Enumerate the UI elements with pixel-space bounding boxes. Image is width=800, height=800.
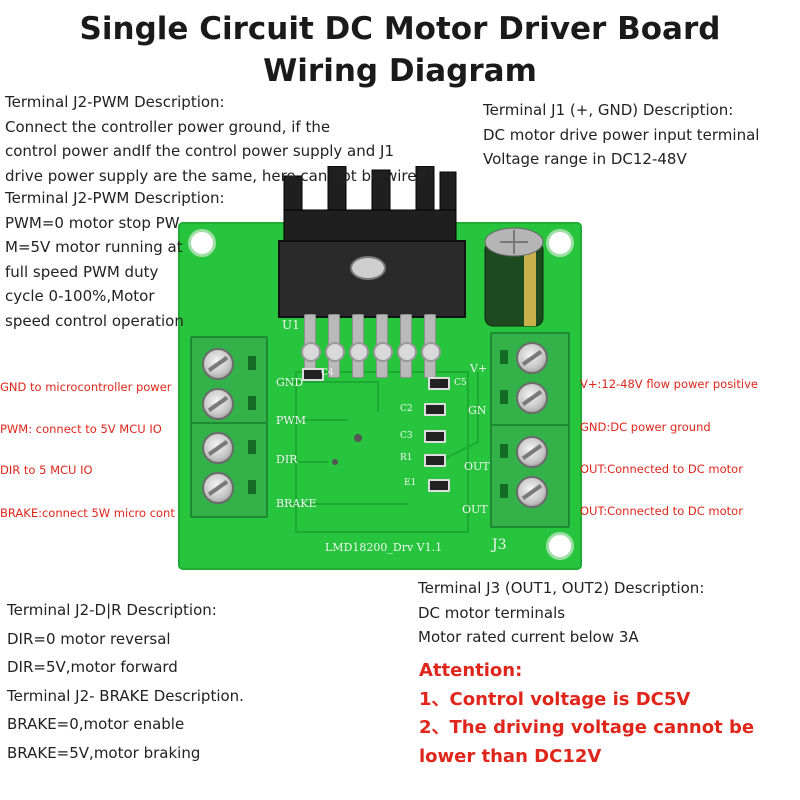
j2-pwm-line: M=5V motor running at xyxy=(5,238,183,256)
j2-pwm-line: full speed PWM duty xyxy=(5,262,159,281)
pin-label-pwm: PWM: connect to 5V MCU IO xyxy=(0,422,162,436)
silk-vplus: V+ xyxy=(470,362,488,375)
dir-heading: Terminal J2-D|R Description: xyxy=(7,601,217,619)
j2-pwm-line: cycle 0-100%,Motor xyxy=(5,287,155,305)
solder-pad xyxy=(421,342,441,362)
attention-heading: Attention: xyxy=(419,660,523,681)
j3-description: Terminal J3 (OUT1, OUT2) Description: DC… xyxy=(418,576,704,650)
terminal-block-j3 xyxy=(490,424,570,528)
silk-pwm: PWM xyxy=(276,414,306,427)
j2-power-line: Connect the controller power ground, if … xyxy=(5,117,331,136)
j3-line: DC motor terminals xyxy=(418,603,566,622)
pin-label-out1: OUT:Connected to DC motor xyxy=(580,462,743,476)
j3-heading: Terminal J3 (OUT1, OUT2) Description: xyxy=(418,579,705,597)
smd-component xyxy=(428,377,450,390)
silk-gn: GN xyxy=(468,404,487,417)
screw-terminal-icon xyxy=(202,432,234,464)
brake-line: BRAKE=0,motor enable xyxy=(7,715,185,733)
silk-dir: DIR xyxy=(276,453,298,466)
smd-component xyxy=(302,368,324,381)
mounting-hole-icon xyxy=(546,532,574,560)
silk-c2: C2 xyxy=(400,404,413,414)
terminal-block-j1 xyxy=(490,332,570,426)
j2-pwm-heading: Terminal J2-PWM Description: xyxy=(5,189,225,207)
attention-notice: Attention: 1、Control voltage is DC5V 2、T… xyxy=(419,657,754,771)
pin-label-vplus: V+:12-48V flow power positive xyxy=(580,377,758,391)
board-model-label: LMD18200_Drv V1.1 xyxy=(325,541,443,554)
pin-label-gnd: GND to microcontroller power xyxy=(0,380,172,394)
silk-c4: C4 xyxy=(321,368,334,378)
silk-gnd: GND xyxy=(276,376,304,389)
chip-mount-hole-icon xyxy=(350,256,386,280)
solder-pad xyxy=(325,342,345,362)
screw-terminal-icon xyxy=(202,348,234,380)
j2-power-line: drive power supply are the same, here ca… xyxy=(5,166,431,185)
solder-pad xyxy=(301,342,321,362)
j1-line: DC motor drive power input terminal xyxy=(483,125,760,144)
terminal-block-j2 xyxy=(190,336,268,518)
smd-component xyxy=(424,454,446,467)
j2-power-heading: Terminal J2-PWM Description: xyxy=(5,93,225,111)
title-line-1: Single Circuit DC Motor Driver Board xyxy=(79,11,721,47)
smd-component xyxy=(424,430,446,443)
driver-chip xyxy=(278,240,466,318)
dir-brake-description: Terminal J2-D|R Description: DIR=0 motor… xyxy=(7,596,244,767)
mounting-hole-icon xyxy=(188,229,216,257)
screw-terminal-icon xyxy=(516,436,548,468)
pin-label-dir: DIR to 5 MCU IO xyxy=(0,463,93,477)
screw-terminal-icon xyxy=(516,382,548,414)
attention-item: lower than DC12V xyxy=(419,745,602,767)
j1-line: Voltage range in DC12-48V xyxy=(483,150,687,168)
silk-brake: BRAKE xyxy=(276,497,317,510)
title-line-2: Wiring Diagram xyxy=(263,53,537,89)
j2-power-line: control power andIf the control power su… xyxy=(5,142,394,160)
silk-out2: OUT xyxy=(462,503,488,516)
j2-pwm-line: speed control operation xyxy=(5,311,184,330)
silk-r1: R1 xyxy=(400,453,413,463)
pin-label-out2: OUT:Connected to DC motor xyxy=(580,504,743,518)
attention-item: 2、The driving voltage cannot be xyxy=(419,717,755,738)
solder-pad xyxy=(397,342,417,362)
screw-terminal-icon xyxy=(516,476,548,508)
diagram-title: Single Circuit DC Motor Driver Board Wir… xyxy=(0,8,800,92)
smd-component xyxy=(428,479,450,492)
pcb-board: U1 GND PWM xyxy=(178,165,582,570)
screw-terminal-icon xyxy=(202,388,234,420)
brake-line: BRAKE=5V,motor braking xyxy=(7,743,201,762)
screw-terminal-icon xyxy=(516,342,548,374)
silk-c3: C3 xyxy=(400,431,413,441)
attention-item: 1、Control voltage is DC5V xyxy=(419,688,691,710)
brake-heading: Terminal J2- BRAKE Description. xyxy=(7,686,244,705)
j2-pwm-description: Terminal J2-PWM Description: PWM=0 motor… xyxy=(5,186,225,333)
silk-e1: E1 xyxy=(404,478,417,488)
pin-label-power-gnd: GND:DC power ground xyxy=(580,420,711,434)
dir-line: DIR=5V,motor forward xyxy=(7,658,178,676)
solder-pad xyxy=(373,342,393,362)
screw-terminal-icon xyxy=(202,472,234,504)
mounting-hole-icon xyxy=(546,229,574,257)
j1-heading: Terminal J1 (+, GND) Description: xyxy=(483,101,734,119)
pin-label-brake: BRAKE:connect 5W micro cont xyxy=(0,506,175,520)
silk-c5: C5 xyxy=(454,378,467,388)
silk-out1: OUT xyxy=(464,460,490,473)
j3-line: Motor rated current below 3A xyxy=(418,628,639,646)
chip-label: U1 xyxy=(282,318,300,332)
electrolytic-capacitor xyxy=(480,222,550,328)
solder-pad xyxy=(349,342,369,362)
j1-description: Terminal J1 (+, GND) Description: DC mot… xyxy=(483,98,759,172)
smd-component xyxy=(424,403,446,416)
j2-pwm-line: PWM=0 motor stop PW xyxy=(5,213,180,232)
connector-j3-label: J3 xyxy=(492,537,507,553)
j2-power-description: Terminal J2-PWM Description: Connect the… xyxy=(5,90,431,188)
dir-line: DIR=0 motor reversal xyxy=(7,629,171,648)
